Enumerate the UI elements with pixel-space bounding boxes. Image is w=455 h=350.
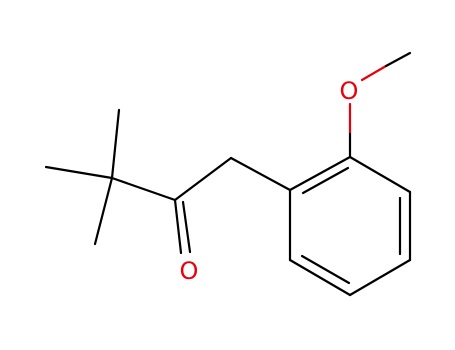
methylene-to-ring-bond [229,156,292,192]
ether-oxygen-label: O [340,77,359,105]
ether-oxygen-to-methyl-bond-black [384,51,412,68]
ring-bond-4 [348,258,412,297]
carbonyl-bond-line-2 [181,200,192,254]
carbonyl-to-methylene-bond [173,156,233,202]
ring-bond-1 [288,155,352,192]
ring-inner-bond-1 [301,166,350,195]
methyl-bond-lower [93,176,114,246]
ring-bond-2 [348,155,412,194]
ring-inner-bond-3 [300,254,351,285]
carbonyl-bond-line-1 [173,198,183,255]
ketone-oxygen-label: O [180,257,199,285]
methyl-bond-left [44,165,114,180]
ring-bond-5 [288,258,352,297]
methyl-bond-upper [110,108,121,180]
ether-oxygen-to-methyl-bond-red [360,64,388,82]
quaternary-to-carbonyl-bond [110,176,177,202]
